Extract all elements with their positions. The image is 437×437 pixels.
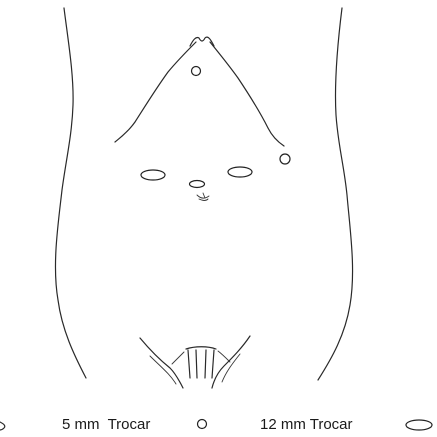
ellipse-icon xyxy=(406,420,432,430)
port-5mm-epigastric xyxy=(192,67,201,76)
small-circle-icon xyxy=(198,420,207,429)
port-12mm-right xyxy=(228,167,252,177)
legend-label-12mm: 12 mm Trocar xyxy=(260,416,353,433)
port-5mm-right-subcostal xyxy=(280,154,290,164)
port-12mm-left xyxy=(141,170,165,180)
legend-label-5mm: 5 mm Trocar xyxy=(62,416,150,433)
port-5mm-periumbilical xyxy=(190,181,205,188)
